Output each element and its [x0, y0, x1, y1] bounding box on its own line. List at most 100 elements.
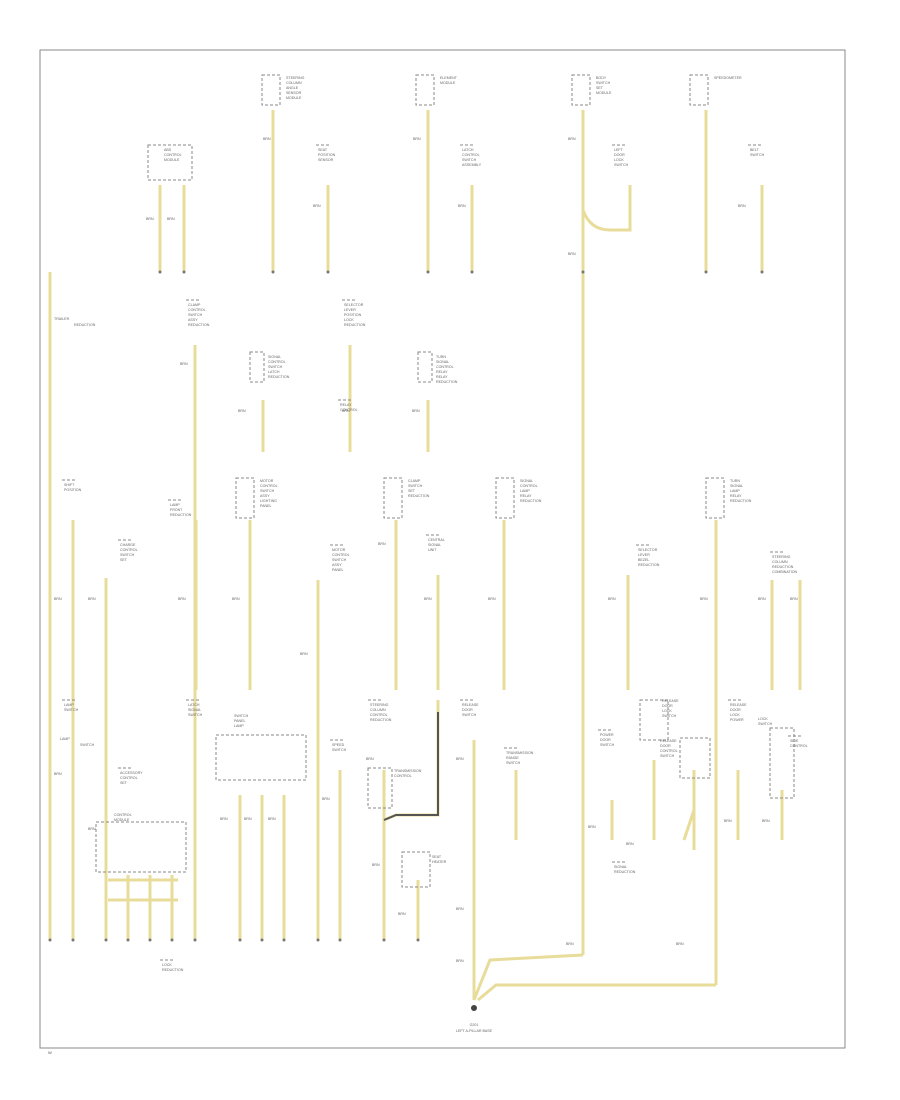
component-label-line: SWITCH [332, 748, 347, 752]
component-label-line: SELECTOR [344, 303, 364, 307]
component-label-line: RELEASE [730, 703, 747, 707]
component-label-line: LIGHTING [260, 499, 277, 503]
component-label-line: REDUCTION [638, 563, 660, 567]
component-label-line: SWITCH [408, 484, 423, 488]
component-label-line: ASSY [260, 494, 270, 498]
component-box [367, 767, 393, 809]
component-label-line: SIGNAL [188, 708, 201, 712]
component-label-line: LAMP [170, 503, 180, 507]
component-label-line: TURN [730, 479, 740, 483]
component-label-line: MODULE [164, 158, 180, 162]
component-label-line: REDUCTION [520, 499, 542, 503]
ground-id: G201 [470, 1023, 479, 1027]
component-label-line: MOTOR [260, 479, 274, 483]
splice-dot [104, 938, 108, 942]
component-label-line: SWITCH [188, 713, 203, 717]
wire-color-label: BRN [313, 204, 321, 208]
component-label-line: SIGNAL [730, 484, 743, 488]
component-label-line: REDUCTION [730, 499, 752, 503]
splice-dot [470, 270, 474, 274]
side-label: LAMP [60, 737, 70, 741]
wire-color-label: BRN [588, 825, 596, 829]
component-box [495, 477, 515, 519]
side-label: TRAILER [54, 317, 70, 321]
splice-dot [316, 938, 320, 942]
component-label-line: SIDE [790, 739, 799, 743]
wire-color-label: BRN [456, 959, 464, 963]
component-label-line: MOTOR [332, 548, 346, 552]
component-label-line: STEERING [772, 555, 791, 559]
component-label-line: STEERING [286, 76, 305, 80]
component-label-line: LEVER [344, 308, 356, 312]
ground-point [471, 1005, 477, 1011]
component-label-line: DOOR [660, 744, 671, 748]
wire-color-label: BRN [762, 819, 770, 823]
component-label-line: LAMP [730, 489, 740, 493]
component-label-line: SWITCH [234, 714, 249, 718]
wire-color-label: BRN [676, 942, 684, 946]
component-label-line: RELAY [340, 403, 352, 407]
component-label-line: REDUCTION [408, 494, 430, 498]
wire-color-label: BRN [88, 597, 96, 601]
component-label-line: COMBINATION [772, 570, 797, 574]
component-label-line: SENSOR [286, 91, 302, 95]
component-label-line: CLAMP [408, 479, 421, 483]
component-box [417, 351, 433, 383]
component-label-line: REDUCTION [370, 718, 392, 722]
wire-color-label: BRN [232, 597, 240, 601]
component-label-line: DOOR [730, 708, 741, 712]
harness-line [472, 953, 584, 1001]
component-label-line: SWITCH [614, 163, 629, 167]
wire-color-label: BRN [238, 409, 246, 413]
component-label-line: POWER [600, 733, 614, 737]
component-label-line: ANGLE [286, 86, 299, 90]
component-label-line: MODULE [596, 91, 612, 95]
corner-mark: W [48, 1050, 52, 1055]
component-label-line: LOCK [614, 158, 624, 162]
component-label-line: CONTROL [520, 484, 538, 488]
component-label-line: CONTROL [462, 153, 480, 157]
splice-dot [326, 270, 330, 274]
component-label-line: BELT [750, 148, 760, 152]
wire-color-label: BRN [378, 542, 386, 546]
wire-color-label: BRN [54, 772, 62, 776]
component-label-line: SWITCH [120, 553, 135, 557]
component-label-line: ASSEMBLY [462, 163, 482, 167]
component-label-line: POSITION [318, 153, 336, 157]
shielded-wire [383, 712, 439, 821]
component-label-line: CONTROL [188, 308, 206, 312]
component-label-line: TURN [436, 355, 446, 359]
component-label-line: CONTROL [660, 749, 678, 753]
component-label-line: CONTROL [436, 365, 454, 369]
component-label-line: BODY [596, 76, 607, 80]
component-label-line: SIGNAL [614, 865, 627, 869]
splice-dot [704, 270, 708, 274]
component-label-line: CENTRAL [428, 538, 445, 542]
component-box [401, 851, 431, 888]
wire-color-label: BRN [146, 217, 154, 221]
splice-dot [581, 270, 585, 274]
component-box [689, 74, 709, 106]
component-label-line: UNIT [428, 548, 437, 552]
component-label-line: LATCH [188, 703, 200, 707]
wire-color-label: BRN [167, 217, 175, 221]
component-label-line: SET [408, 489, 416, 493]
component-label-line: CONTROL [370, 713, 388, 717]
wire-color-label: BRN [220, 817, 228, 821]
splice-dot [182, 270, 186, 274]
component-label-line: REDUCTION [614, 870, 636, 874]
